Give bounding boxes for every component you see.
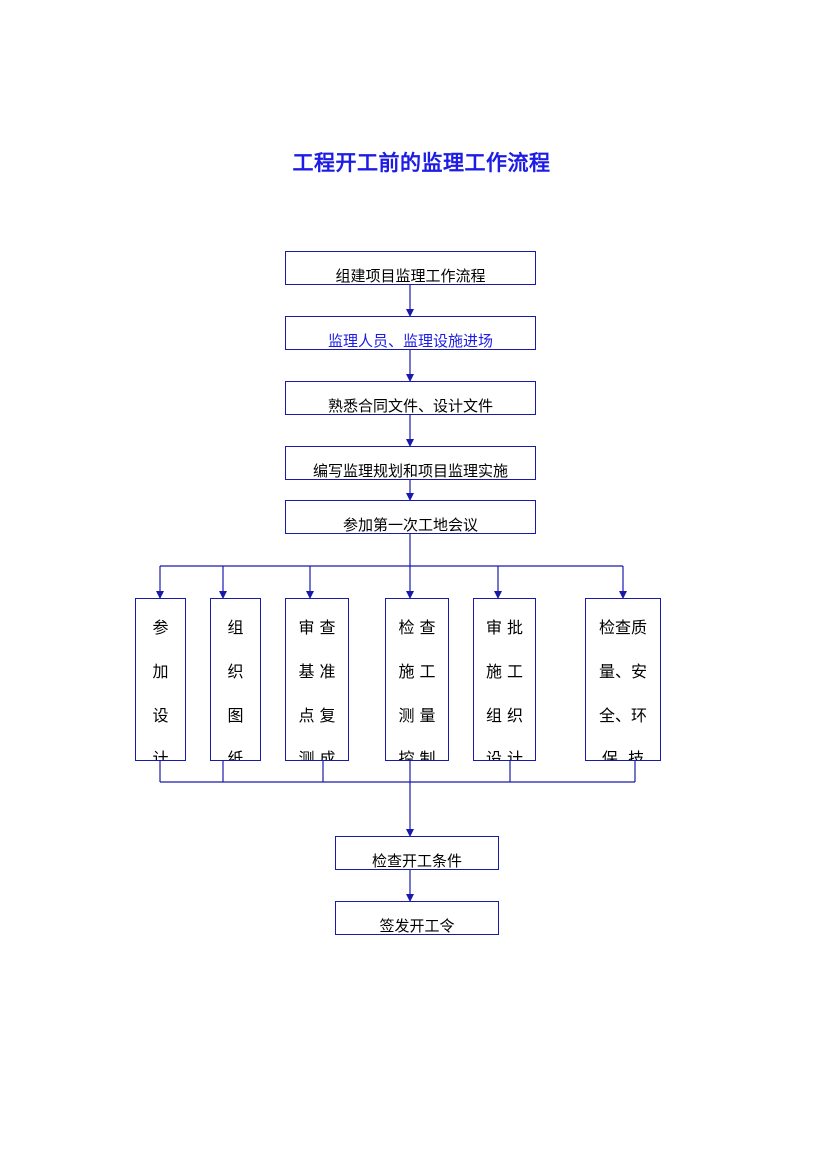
branch-text-line: 全、环 (598, 706, 647, 725)
branch-text-line: 组 (227, 618, 244, 637)
step-label: 监理人员、监理设施进场 (327, 332, 493, 350)
step-label: 组建项目监理工作流程 (335, 267, 486, 285)
page-title: 工程开工前的监理工作流程 (292, 151, 551, 175)
branch-text-line: 检查质 (598, 618, 647, 637)
branch-text-line: 施 工 (398, 662, 436, 681)
branch-text-line: 施 工 (485, 662, 524, 681)
step-label: 参加第一次工地会议 (342, 516, 478, 534)
step-label: 编写监理规划和项目监理实施 (312, 462, 508, 480)
branch-text-line: 点 复 (298, 706, 336, 725)
branch-text-line: 图 (227, 706, 244, 725)
step-study-documents: 熟悉合同文件、设计文件 (285, 381, 536, 415)
branch-text-line: 组 织 (485, 706, 524, 725)
branch-text-line: 检 查 (398, 618, 436, 637)
step-first-meeting: 参加第一次工地会议 (285, 500, 536, 534)
step-label: 签发开工令 (379, 917, 455, 935)
branch-text-line: 控 制 (398, 749, 436, 761)
branch-text-line: 量、安 (598, 662, 647, 681)
branch-text-line: 织 (227, 662, 244, 681)
branch-construction-plan: 审 批 施 工 组 织 设 计 (473, 598, 536, 761)
branch-text-line: 设 (152, 706, 169, 725)
branch-text-line: 加 (152, 662, 169, 681)
step-staff-entry: 监理人员、监理设施进场 (285, 316, 536, 350)
branch-drawing-review: 组 织 图 纸 (210, 598, 261, 761)
step-label: 检查开工条件 (371, 852, 462, 870)
branch-text-line: 基 准 (298, 662, 336, 681)
branch-text-line: 保 技 (601, 749, 645, 761)
branch-survey-control: 检 查 施 工 测 量 控 制 (385, 598, 449, 761)
branch-text-line: 计 (152, 749, 169, 761)
step-label: 熟悉合同文件、设计文件 (327, 397, 493, 415)
step-issue-start-order: 签发开工令 (335, 901, 499, 935)
branch-text-line: 纸 (227, 749, 244, 761)
step-check-conditions: 检查开工条件 (335, 836, 499, 870)
step-write-plan: 编写监理规划和项目监理实施 (285, 446, 536, 480)
step-form-team: 组建项目监理工作流程 (285, 251, 536, 285)
branch-text-line: 设 计 (485, 749, 524, 761)
branch-design-review: 参 加 设 计 (135, 598, 186, 761)
branch-benchmark-review: 审 查 基 准 点 复 测 成 (285, 598, 349, 761)
branch-text-line: 审 批 (485, 618, 524, 637)
branch-quality-safety: 检查质 量、安 全、环 保 技 (585, 598, 661, 761)
branch-text-line: 测 量 (398, 706, 436, 725)
branch-text-line: 参 (152, 618, 169, 637)
branch-text-line: 测 成 (298, 749, 336, 761)
branch-text-line: 审 查 (298, 618, 336, 637)
